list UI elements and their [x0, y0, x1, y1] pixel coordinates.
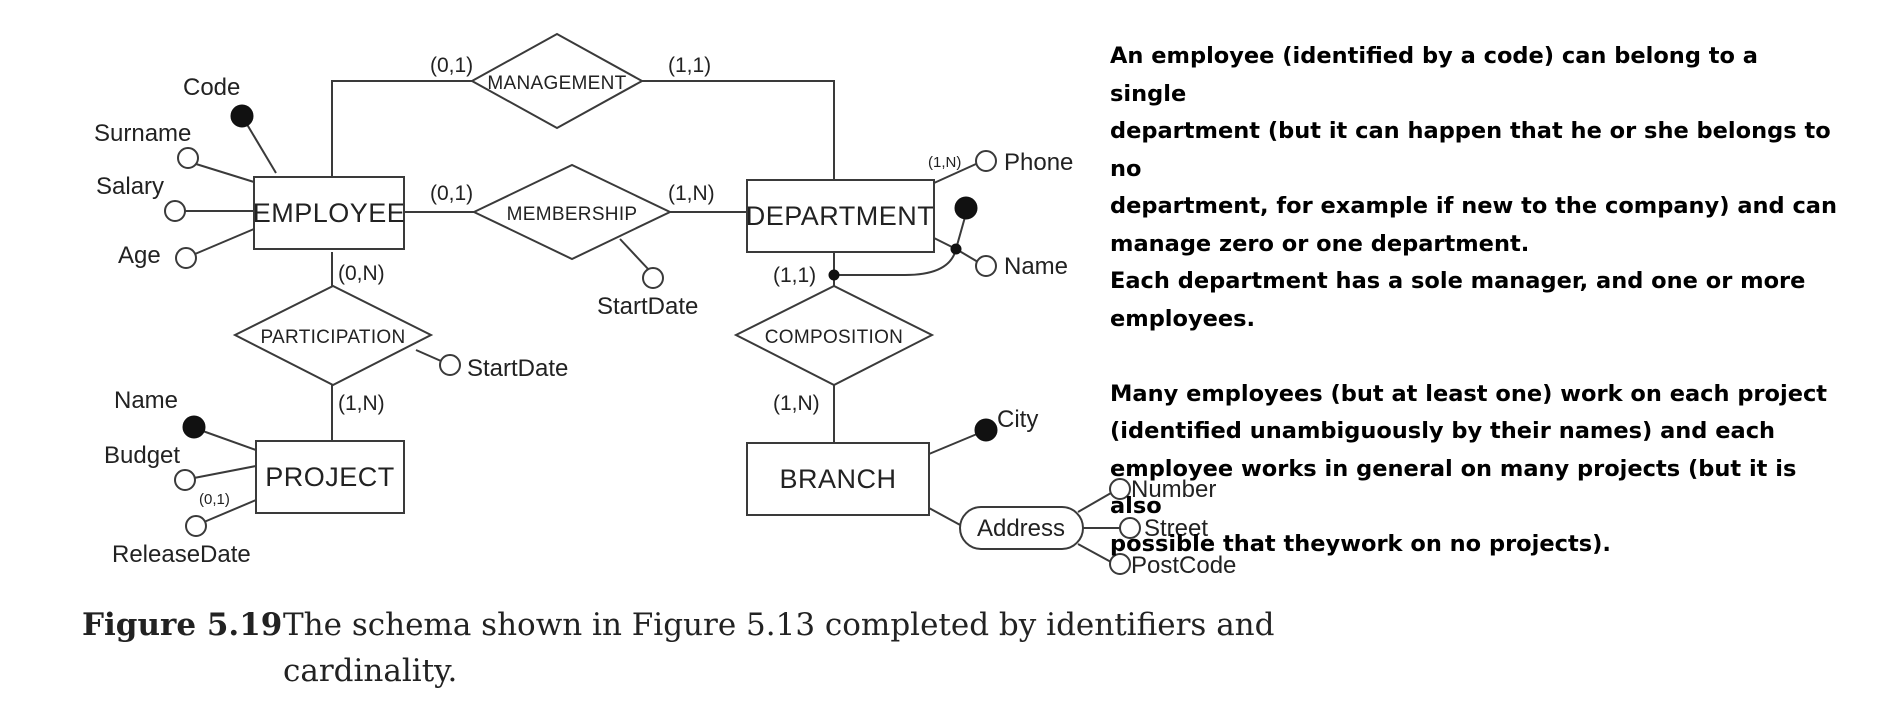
attr-age-label: Age	[118, 242, 161, 269]
attribute-address: Address	[959, 506, 1084, 550]
surname-attribute-dot	[177, 147, 199, 169]
city-attribute-dot	[974, 418, 998, 442]
project-name-link	[199, 429, 257, 451]
attr-postcode-label: PostCode	[1131, 552, 1236, 579]
note-line: possible that theywork on no projects).	[1110, 530, 1611, 557]
relationship-membership-label: MEMBERSHIP	[507, 204, 638, 225]
entity-employee: EMPLOYEE	[253, 176, 406, 250]
paragraph-gap	[1110, 338, 1840, 376]
note-line: department (but it can happen that he or…	[1110, 118, 1831, 182]
relationship-composition: COMPOSITION	[733, 284, 935, 387]
attr-street-label: Street	[1144, 515, 1208, 542]
attr-participation-startdate-label: StartDate	[467, 355, 568, 382]
composition-identifier-junction	[828, 269, 840, 281]
budget-attribute-dot	[174, 469, 196, 491]
code-identifier-dot	[230, 104, 254, 128]
postcode-attribute-dot	[1109, 553, 1131, 575]
management-department-link	[642, 80, 835, 180]
attr-salary-label: Salary	[96, 173, 164, 200]
dept-id-link-top	[955, 216, 966, 250]
note-line: department, for example if new to the co…	[1110, 193, 1838, 219]
dept-external-identifier-dot	[954, 196, 978, 220]
caption-line-1: The schema shown in Figure 5.13 complete…	[283, 607, 1275, 643]
postcode-link	[1077, 543, 1112, 563]
project-name-identifier-dot	[182, 415, 206, 439]
dept-name-attribute-dot	[975, 255, 997, 277]
entity-project: PROJECT	[255, 440, 405, 514]
card-participation-project: (1,N)	[338, 392, 385, 415]
membership-startdate-link	[619, 238, 650, 271]
card-participation-employee: (0,N)	[338, 262, 385, 285]
card-releasedate: (0,1)	[199, 491, 230, 508]
card-membership-department: (1,N)	[668, 182, 715, 205]
note-line: employees.	[1110, 305, 1256, 332]
attr-code-label: Code	[183, 74, 240, 101]
card-composition-department: (1,1)	[773, 264, 816, 287]
phone-link	[933, 163, 977, 184]
age-attribute-dot	[175, 247, 197, 269]
attr-city-label: City	[997, 406, 1038, 433]
caption-line-2: cardinality.	[283, 653, 457, 689]
attr-surname-label: Surname	[94, 120, 191, 147]
attr-membership-startdate-label: StartDate	[597, 293, 698, 320]
relationship-management: MANAGEMENT	[469, 32, 645, 130]
attr-phone-label: Phone	[1004, 149, 1073, 176]
card-management-employee: (0,1)	[430, 54, 473, 77]
membership-startdate-dot	[642, 267, 664, 289]
dept-identifier-junction	[950, 243, 962, 255]
entity-department-label: DEPARTMENT	[746, 201, 935, 231]
address-link	[928, 507, 963, 527]
salary-attribute-dot	[164, 200, 186, 222]
management-employee-link	[331, 80, 472, 178]
dept-identifier-arc	[834, 248, 957, 276]
number-link	[1077, 492, 1112, 513]
note-line: An employee (identified by a code) can b…	[1110, 43, 1758, 107]
note-line: Many employees (but at least one) work o…	[1110, 380, 1828, 407]
entity-branch: BRANCH	[746, 442, 930, 516]
entity-department: DEPARTMENT	[746, 179, 935, 253]
releasedate-link	[203, 499, 257, 523]
city-link	[928, 433, 978, 455]
phone-attribute-dot	[975, 150, 997, 172]
number-attribute-dot	[1109, 478, 1131, 500]
note-line: Each department has a sole manager, and …	[1110, 268, 1806, 294]
relationship-participation-label: PARTICIPATION	[260, 327, 405, 348]
releasedate-attribute-dot	[185, 515, 207, 537]
participation-startdate-dot	[439, 354, 461, 376]
surname-link	[195, 163, 255, 183]
note-line: manage zero or one department.	[1110, 230, 1530, 257]
attr-project-name-label: Name	[114, 387, 178, 414]
card-management-department: (1,1)	[668, 54, 711, 77]
age-link	[194, 228, 255, 255]
attr-budget-label: Budget	[104, 442, 180, 469]
attr-dept-name-label: Name	[1004, 253, 1068, 280]
entity-employee-label: EMPLOYEE	[253, 198, 406, 228]
relationship-membership: MEMBERSHIP	[471, 163, 673, 261]
card-composition-branch: (1,N)	[773, 392, 820, 415]
street-attribute-dot	[1119, 517, 1141, 539]
caption-figure-label: Figure 5.19	[82, 607, 282, 643]
card-membership-employee: (0,1)	[430, 182, 473, 205]
budget-link	[193, 465, 257, 479]
participation-startdate-link	[415, 349, 442, 362]
note-line: employee works in general on many projec…	[1110, 455, 1797, 520]
relationship-composition-label: COMPOSITION	[765, 327, 903, 348]
card-phone: (1,N)	[928, 154, 961, 171]
attr-number-label: Number	[1131, 476, 1216, 503]
attribute-address-label: Address	[977, 515, 1065, 542]
relationship-participation: PARTICIPATION	[232, 284, 434, 387]
description-notes: An employee (identified by a code) can b…	[1110, 38, 1840, 563]
entity-branch-label: BRANCH	[779, 464, 896, 494]
note-line: (identified unambiguously by their names…	[1110, 418, 1776, 444]
attr-releasedate-label: ReleaseDate	[112, 541, 251, 568]
relationship-management-label: MANAGEMENT	[487, 73, 626, 94]
entity-project-label: PROJECT	[265, 462, 395, 492]
